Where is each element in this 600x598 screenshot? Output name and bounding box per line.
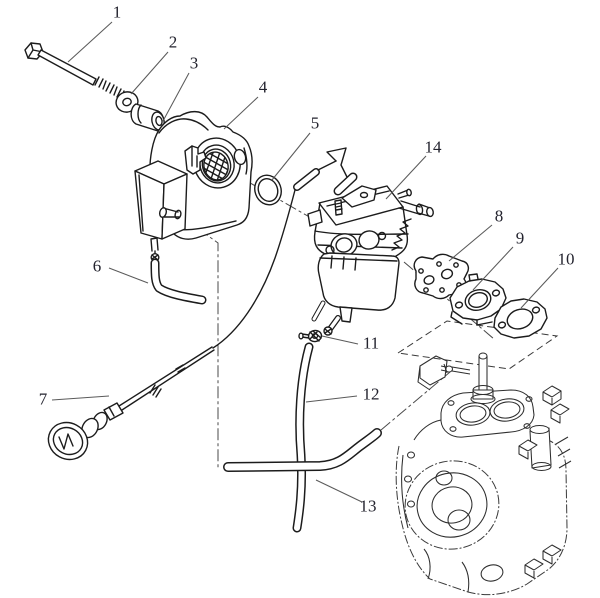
part-13-fuel-supply-hose	[223, 428, 382, 472]
callout-3: 3	[189, 53, 199, 73]
callout-2: 2	[168, 32, 178, 52]
cylinder-stud	[440, 352, 496, 405]
part-1-bolt	[24, 42, 125, 99]
callout-10: 10	[557, 249, 575, 269]
callout-8: 8	[494, 206, 504, 226]
fuel-bowl	[317, 252, 400, 311]
leader-line-12	[305, 395, 358, 403]
leader-line-11	[321, 335, 359, 345]
callout-1: 1	[112, 2, 122, 22]
leader-line-2	[130, 51, 169, 95]
callout-5: 5	[310, 113, 320, 133]
leader-line-10	[520, 267, 559, 309]
callout-6: 6	[92, 256, 102, 276]
leader-line-5	[271, 132, 311, 181]
part-11-hose-clamp	[298, 329, 323, 343]
part-4-intake-silencer	[134, 110, 253, 262]
callout-9: 9	[515, 228, 525, 248]
leader-lines	[51, 21, 559, 503]
callout-13: 13	[359, 496, 377, 516]
part-10-manifold-gasket	[493, 298, 548, 339]
callout-4: 4	[258, 77, 268, 97]
leader-line-13	[315, 479, 363, 503]
throttle-spring	[391, 218, 412, 251]
cable-curve	[212, 189, 296, 349]
cable-bracket	[184, 145, 207, 175]
callout-11: 11	[362, 333, 380, 353]
leader-line-1	[67, 21, 113, 63]
callout-7: 7	[38, 389, 48, 409]
leader-line-8	[448, 224, 493, 262]
part-9-insulator	[449, 273, 507, 326]
leader-line-3	[162, 72, 190, 122]
throttle-rod	[326, 147, 348, 178]
part-5-o-ring	[254, 174, 282, 206]
mounting-plane-outline	[396, 320, 559, 370]
callout-12: 12	[362, 384, 380, 404]
part-7-choke-cable	[47, 147, 348, 461]
callout-14: 14	[424, 137, 442, 157]
part-14-carburetor	[307, 172, 434, 336]
leader-line-14	[385, 155, 427, 200]
part-6-breather-hose	[150, 258, 207, 305]
engine-block	[395, 352, 572, 596]
leader-line-4	[223, 96, 259, 130]
leader-line-7	[51, 395, 110, 401]
leader-line-6	[108, 267, 149, 284]
part-3-collar	[130, 103, 165, 132]
part-12-fuel-drain-hose	[292, 342, 314, 533]
leader-line-9	[472, 246, 514, 291]
